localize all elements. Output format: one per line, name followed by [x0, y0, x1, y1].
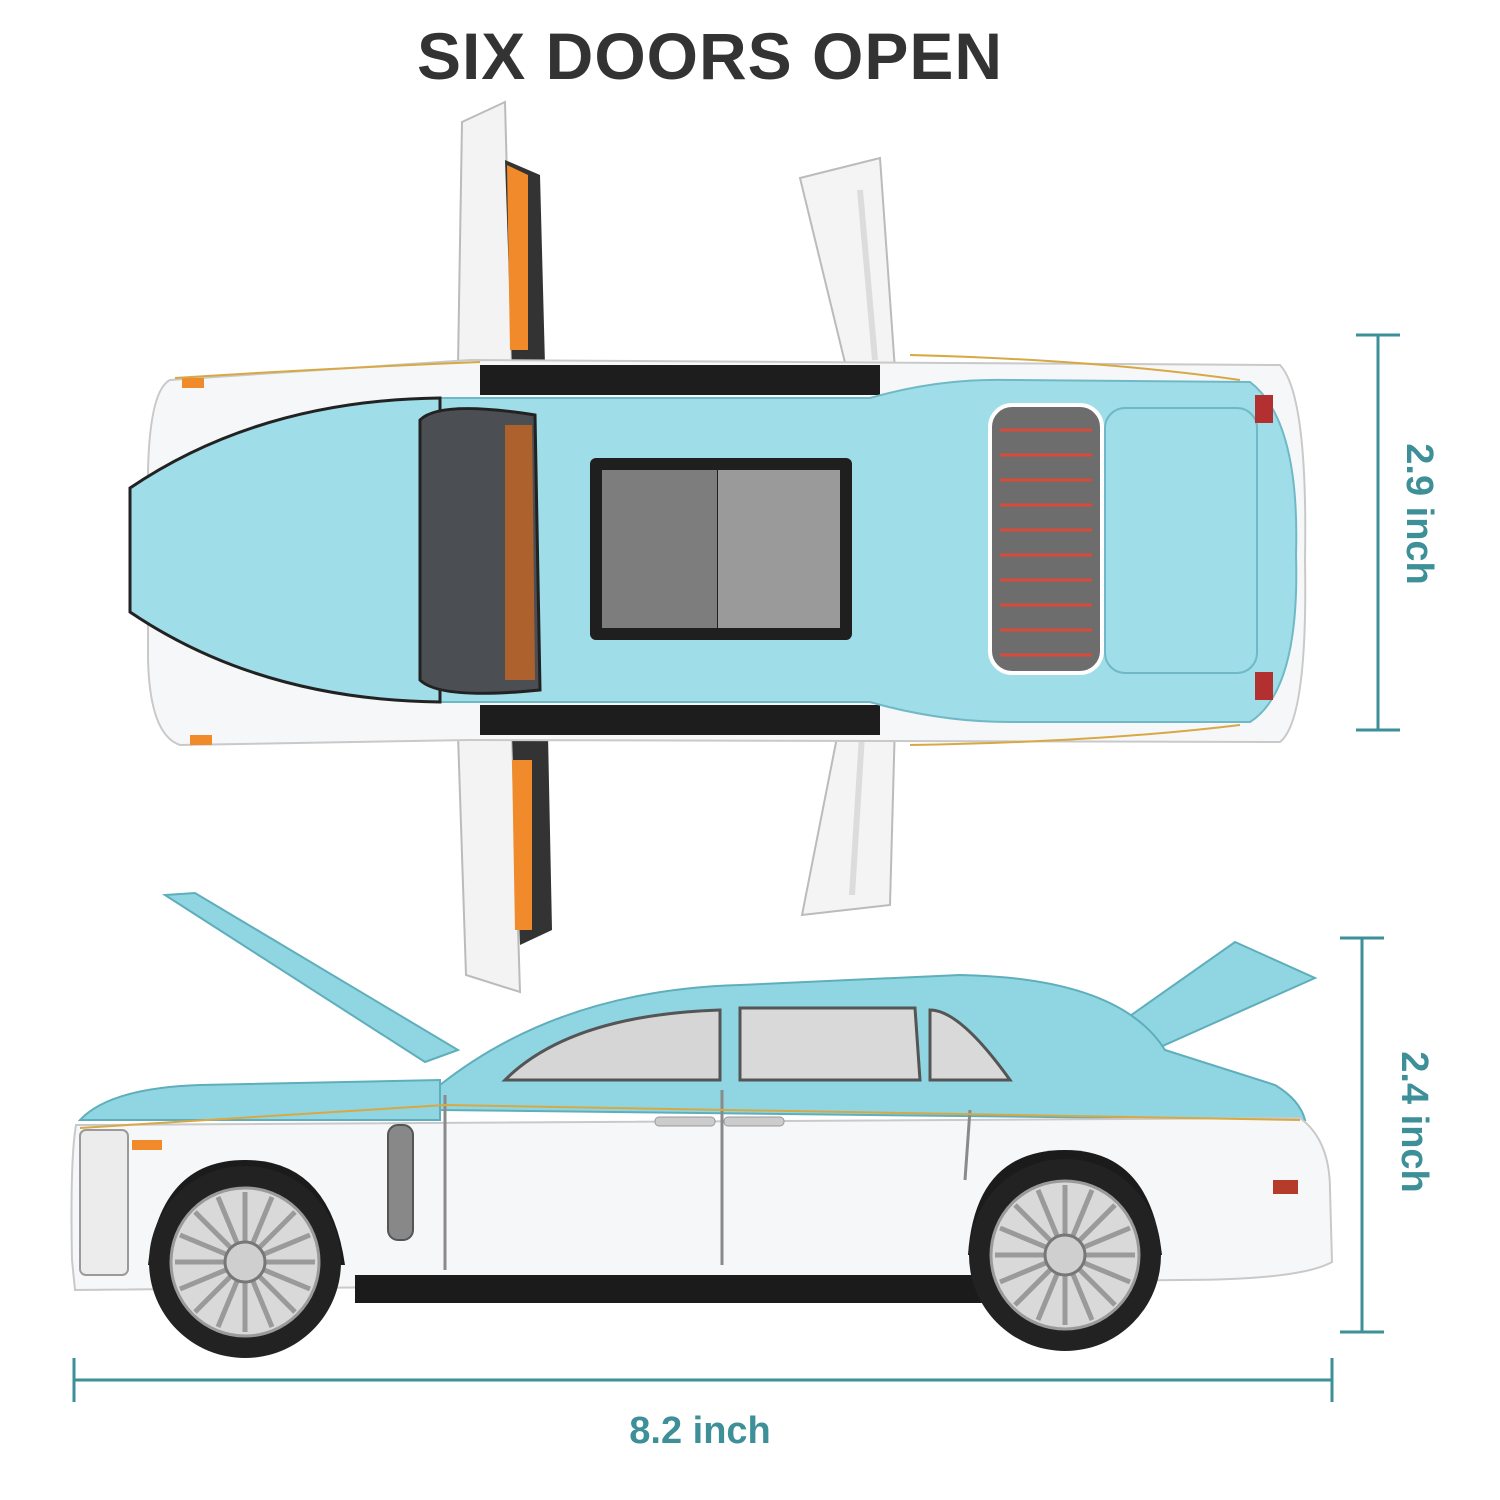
dimension-line-length [72, 1358, 1334, 1402]
rear-wheel [969, 1159, 1161, 1351]
open-door-rear-top [798, 156, 897, 377]
dimension-line-side-height [1340, 936, 1384, 1334]
car-top-view [128, 100, 1307, 994]
height-top-view-label: 2.9 inch [1398, 443, 1440, 585]
page-title: SIX DOORS OPEN [416, 19, 1004, 93]
front-wheel [149, 1166, 341, 1358]
open-door-front-top [456, 100, 545, 366]
length-label: 8.2 inch [629, 1410, 771, 1452]
open-door-rear-bottom [800, 721, 897, 917]
open-door-front-bottom [456, 734, 552, 994]
height-side-view-label: 2.4 inch [1393, 1051, 1435, 1193]
dimension-line-top-height [1356, 333, 1400, 732]
car-side-view [70, 891, 1334, 1358]
